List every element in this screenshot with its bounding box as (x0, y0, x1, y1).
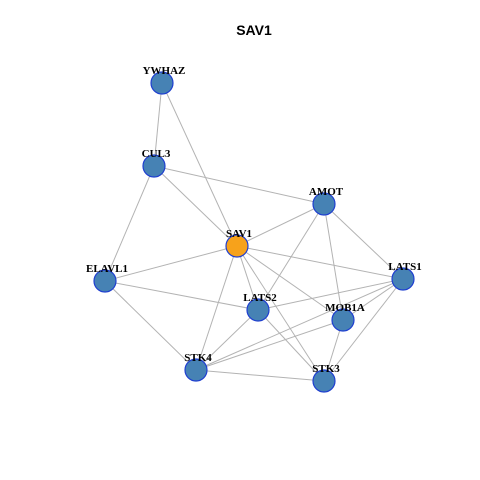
node-layer (93, 71, 415, 393)
edge-layer (104, 82, 404, 382)
node-label-elavl1: ELAVL1 (86, 263, 128, 275)
node-sav1 (225, 234, 249, 258)
edge-amot-sav1 (236, 203, 325, 247)
node-mob1a (331, 308, 355, 332)
edge-lats2-stk3 (257, 309, 325, 382)
node-label-sav1: SAV1 (226, 228, 252, 240)
edge-amot-mob1a (323, 203, 344, 321)
edge-mob1a-stk4 (195, 319, 344, 371)
node-stk4 (184, 358, 208, 382)
edge-mob1a-lats1 (342, 278, 404, 321)
edge-sav1-stk3 (236, 245, 325, 382)
node-ywhaz (150, 71, 174, 95)
edge-lats1-stk3 (323, 278, 404, 382)
node-elavl1 (93, 269, 117, 293)
node-label-stk4: STK4 (184, 352, 212, 364)
edge-sav1-lats1 (236, 245, 404, 280)
edge-lats2-stk4 (195, 309, 259, 371)
edge-ywhaz-cul3 (153, 82, 163, 167)
edge-elavl1-stk4 (104, 280, 197, 371)
node-label-mob1a: MOB1A (325, 302, 365, 314)
edge-amot-lats1 (323, 203, 404, 280)
node-label-stk3: STK3 (312, 363, 340, 375)
graph-title: SAV1 (236, 22, 272, 38)
edge-elavl1-lats2 (104, 280, 259, 311)
edge-stk4-stk3 (195, 369, 325, 382)
edge-lats1-stk4 (195, 278, 404, 371)
node-label-lats2: LATS2 (243, 292, 277, 304)
edge-sav1-mob1a (236, 245, 344, 321)
node-label-lats1: LATS1 (388, 261, 421, 273)
node-cul3 (142, 154, 166, 178)
edge-ywhaz-sav1 (161, 82, 238, 247)
node-lats1 (391, 267, 415, 291)
node-label-ywhaz: YWHAZ (143, 65, 186, 77)
node-lats2 (246, 298, 270, 322)
node-label-amot: AMOT (309, 186, 344, 198)
edge-cul3-amot (153, 165, 325, 205)
node-stk3 (312, 369, 336, 393)
edge-cul3-sav1 (153, 165, 238, 247)
node-amot (312, 192, 336, 216)
edge-sav1-stk4 (195, 245, 238, 371)
edge-sav1-elavl1 (104, 245, 238, 282)
edge-cul3-elavl1 (104, 165, 155, 282)
edge-lats2-lats1 (257, 278, 404, 311)
node-label-cul3: CUL3 (142, 148, 171, 160)
